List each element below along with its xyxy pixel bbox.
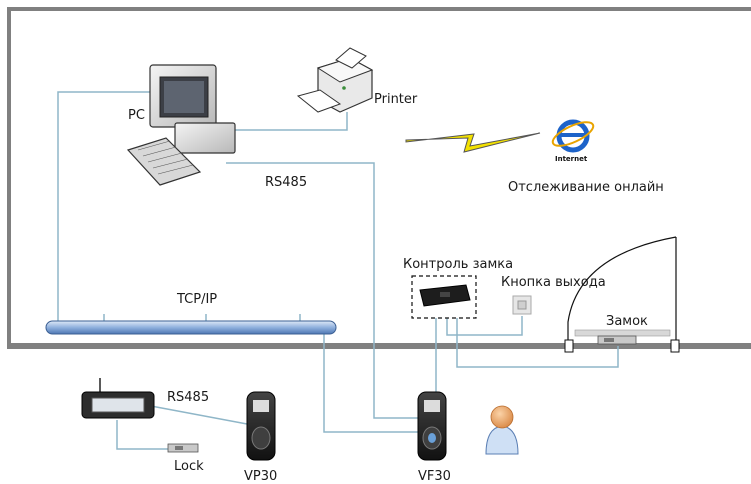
- vf30-label: VF30: [418, 469, 451, 484]
- rs485-bottom-label: RS485: [167, 390, 210, 405]
- wiring: [57, 91, 619, 450]
- vp30-label: VP30: [244, 469, 278, 484]
- magnetic-lock-icon: [597, 335, 637, 345]
- computer-icon: [126, 64, 236, 186]
- pc-label: PC: [128, 108, 145, 123]
- exit-button-icon: [512, 295, 532, 315]
- exit-button-label: Кнопка выхода: [501, 275, 606, 290]
- controller-box: [411, 275, 477, 319]
- internet-icon: [551, 119, 595, 153]
- door-lock-label: Замок: [606, 314, 648, 329]
- lock-control-label: Контроль замка: [403, 257, 514, 272]
- user-icon: [485, 405, 519, 455]
- printer-label: Printer: [374, 92, 418, 107]
- internet-icon-label: Internet: [555, 155, 588, 163]
- bottom-lock-label: Lock: [174, 459, 204, 474]
- online-monitoring-label: Отслеживание онлайн: [508, 180, 664, 195]
- controller-icon: [419, 284, 471, 307]
- terminal-icon: [246, 391, 276, 461]
- tcpip-bus: [45, 320, 337, 335]
- radio-controller-icon: [81, 378, 155, 419]
- rs485-top-label: RS485: [265, 175, 308, 190]
- terminal-icon: [417, 391, 447, 461]
- bottom-lock-icon: [167, 443, 199, 453]
- room-walls: [7, 7, 751, 349]
- door-icon: [564, 236, 680, 353]
- lightning-icon: [405, 132, 541, 153]
- tcpip-label: TCP/IP: [177, 292, 218, 307]
- printer-icon: [296, 47, 374, 113]
